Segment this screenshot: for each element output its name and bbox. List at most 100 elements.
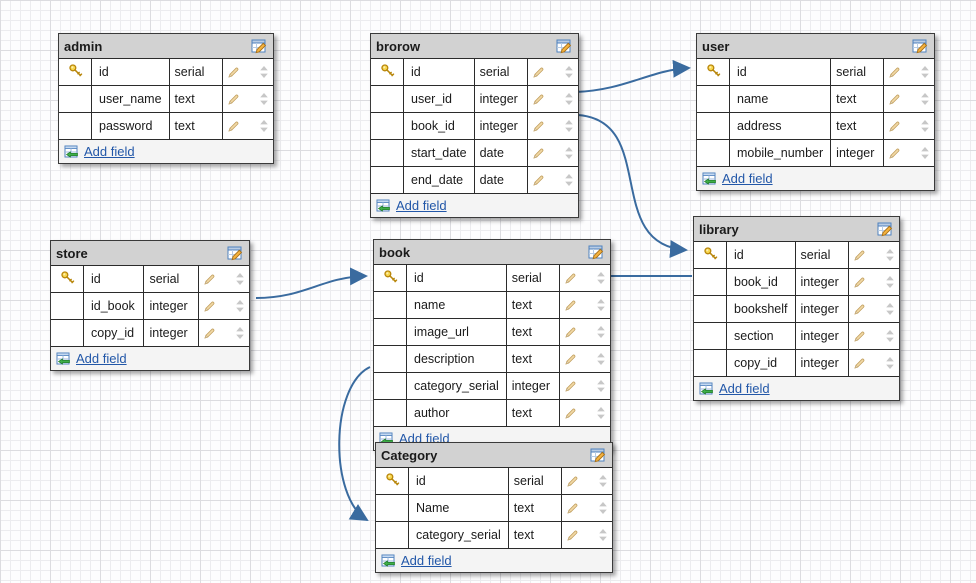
reorder-field-icon[interactable]	[564, 92, 574, 106]
reorder-field-icon[interactable]	[920, 146, 930, 160]
reorder-field-icon[interactable]	[235, 299, 245, 313]
edit-field-icon[interactable]	[888, 120, 901, 133]
edit-field-icon[interactable]	[564, 326, 577, 339]
add-field-button[interactable]: Add field	[719, 381, 770, 396]
table-header[interactable]: user	[697, 34, 935, 59]
reorder-field-icon[interactable]	[564, 65, 574, 79]
table-header[interactable]: admin	[59, 34, 273, 59]
edit-field-icon[interactable]	[564, 299, 577, 312]
reorder-field-icon[interactable]	[596, 271, 606, 285]
edit-field-icon[interactable]	[532, 120, 545, 133]
edit-field-icon[interactable]	[566, 475, 579, 488]
edit-table-icon[interactable]	[556, 38, 573, 54]
add-field-button[interactable]: Add field	[84, 144, 135, 159]
add-field-button[interactable]: Add field	[722, 171, 773, 186]
edit-field-icon[interactable]	[853, 249, 866, 262]
edit-field-icon[interactable]	[888, 66, 901, 79]
edit-field-icon[interactable]	[888, 147, 901, 160]
edit-table-icon[interactable]	[251, 38, 268, 54]
edit-field-icon[interactable]	[564, 353, 577, 366]
edit-table-icon[interactable]	[877, 221, 894, 237]
reorder-field-icon[interactable]	[885, 329, 895, 343]
edit-field-icon[interactable]	[853, 357, 866, 370]
edit-field-icon[interactable]	[853, 276, 866, 289]
edit-field-icon[interactable]	[203, 273, 216, 286]
edit-table-icon[interactable]	[588, 244, 605, 260]
add-field-button[interactable]: Add field	[401, 553, 452, 568]
table-header[interactable]: Category	[376, 443, 612, 468]
reorder-field-icon[interactable]	[564, 146, 574, 160]
reorder-field-icon[interactable]	[596, 325, 606, 339]
edit-field-icon[interactable]	[566, 502, 579, 515]
edit-field-icon[interactable]	[532, 93, 545, 106]
edit-field-icon[interactable]	[888, 93, 901, 106]
edit-field-icon[interactable]	[564, 380, 577, 393]
reorder-field-icon[interactable]	[564, 119, 574, 133]
reorder-field-icon[interactable]	[885, 356, 895, 370]
table-header[interactable]: library	[694, 217, 899, 242]
add-field-button[interactable]: Add field	[396, 198, 447, 213]
reorder-field-icon[interactable]	[259, 65, 269, 79]
edit-field-icon[interactable]	[532, 66, 545, 79]
edit-field-icon[interactable]	[227, 66, 240, 79]
reorder-field-icon[interactable]	[564, 173, 574, 187]
edit-field-icon[interactable]	[203, 327, 216, 340]
reorder-field-icon[interactable]	[598, 528, 608, 542]
reorder-field-icon[interactable]	[596, 352, 606, 366]
edit-field-icon[interactable]	[564, 407, 577, 420]
reorder-field-icon[interactable]	[885, 302, 895, 316]
edit-field-icon[interactable]	[853, 330, 866, 343]
edit-field-icon[interactable]	[227, 93, 240, 106]
edit-field-icon[interactable]	[532, 174, 545, 187]
table-header[interactable]: book	[374, 240, 610, 265]
edit-field-icon[interactable]	[564, 272, 577, 285]
reorder-field-icon[interactable]	[259, 92, 269, 106]
edit-field-icon[interactable]	[566, 529, 579, 542]
reorder-field-icon[interactable]	[235, 272, 245, 286]
edit-table-icon[interactable]	[227, 245, 244, 261]
reorder-field-icon[interactable]	[235, 326, 245, 340]
edit-field-icon[interactable]	[853, 303, 866, 316]
table-header[interactable]: brorow	[371, 34, 578, 59]
reorder-field-icon[interactable]	[259, 119, 269, 133]
add-field-button[interactable]: Add field	[76, 351, 127, 366]
reorder-field-icon[interactable]	[920, 119, 930, 133]
edit-field-icon[interactable]	[203, 300, 216, 313]
reorder-field-icon[interactable]	[885, 275, 895, 289]
edit-field-icon[interactable]	[532, 147, 545, 160]
reorder-field-icon[interactable]	[598, 474, 608, 488]
